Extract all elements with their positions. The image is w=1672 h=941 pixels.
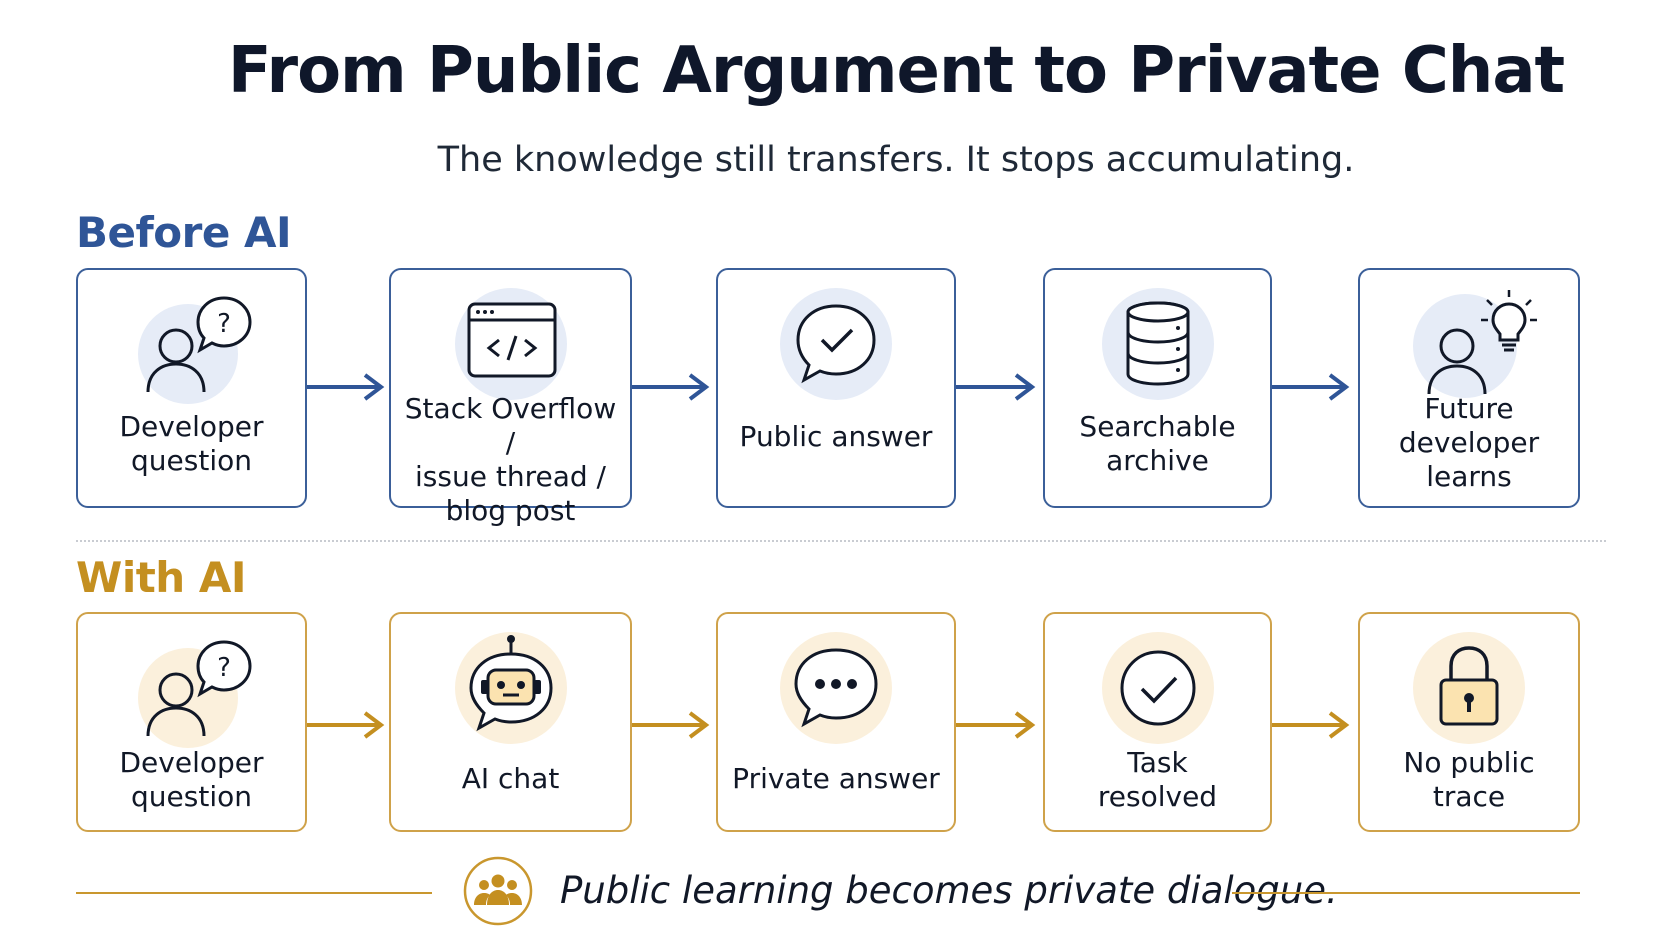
section-label-before-ai: Before AI: [76, 208, 292, 257]
section-divider: [76, 540, 1606, 542]
before-step-public-answer: Public answer: [716, 268, 956, 508]
before-arrow-2: [632, 372, 710, 402]
with-arrow-4: [1272, 710, 1350, 740]
with-step-no-public-trace: No public trace: [1358, 612, 1580, 832]
with-step-label: Developer question: [119, 746, 264, 813]
with-step-task-resolved: Task resolved: [1043, 612, 1272, 832]
person-question-icon: ?: [136, 632, 252, 748]
before-step-stack-overflow: Stack Overflow / issue thread / blog pos…: [389, 268, 632, 527]
before-arrow-3: [956, 372, 1036, 402]
with-arrow-2: [632, 710, 710, 740]
with-step-label: Private answer: [732, 762, 940, 795]
with-step-label: No public trace: [1403, 746, 1535, 813]
with-ai-flow: ? Developer question: [0, 612, 1672, 832]
person-lightbulb-icon: [1413, 288, 1537, 400]
before-step-future-developer: Future developer learns: [1358, 268, 1580, 508]
with-step-label: Task resolved: [1097, 746, 1218, 813]
before-step-label: Stack Overflow / issue thread / blog pos…: [404, 392, 617, 527]
before-arrow-4: [1272, 372, 1350, 402]
group-people-icon: [462, 855, 534, 927]
section-label-with-ai: With AI: [76, 553, 246, 602]
with-step-private-answer: Private answer: [716, 612, 956, 832]
robot-chat-icon: [454, 632, 567, 744]
speech-dots-icon: [780, 632, 892, 744]
with-arrow-3: [956, 710, 1036, 740]
before-step-label: Future developer learns: [1398, 392, 1540, 493]
before-arrow-1: [307, 372, 385, 402]
speech-check-icon: [780, 288, 892, 400]
before-step-label: Developer question: [119, 410, 264, 477]
footer-text: Public learning becomes private dialogue…: [560, 869, 1338, 912]
before-step-label: Searchable archive: [1079, 410, 1236, 477]
page-subtitle: The knowledge still transfers. It stops …: [437, 140, 1355, 180]
before-step-label: Public answer: [739, 420, 933, 453]
with-step-developer-question: ? Developer question: [76, 612, 307, 832]
footer-tagline: Public learning becomes private dialogue…: [0, 855, 1672, 931]
check-circle-icon: [1101, 632, 1214, 744]
with-step-ai-chat: AI chat: [389, 612, 632, 832]
before-step-searchable-archive: Searchable archive: [1043, 268, 1272, 508]
before-ai-flow: ? Developer question Stack O: [0, 268, 1672, 527]
person-question-icon: ?: [136, 288, 252, 404]
code-window-icon: [454, 288, 567, 400]
database-icon: [1101, 288, 1214, 400]
svg-text:?: ?: [217, 653, 231, 683]
before-step-developer-question: ? Developer question: [76, 268, 307, 508]
with-arrow-1: [307, 710, 385, 740]
padlock-icon: [1413, 632, 1525, 744]
svg-text:?: ?: [217, 309, 231, 339]
footer-line-right: [1232, 892, 1580, 894]
footer-line-left: [76, 892, 432, 894]
page-title: From Public Argument to Private Chat: [227, 34, 1565, 108]
with-step-label: AI chat: [461, 762, 560, 795]
